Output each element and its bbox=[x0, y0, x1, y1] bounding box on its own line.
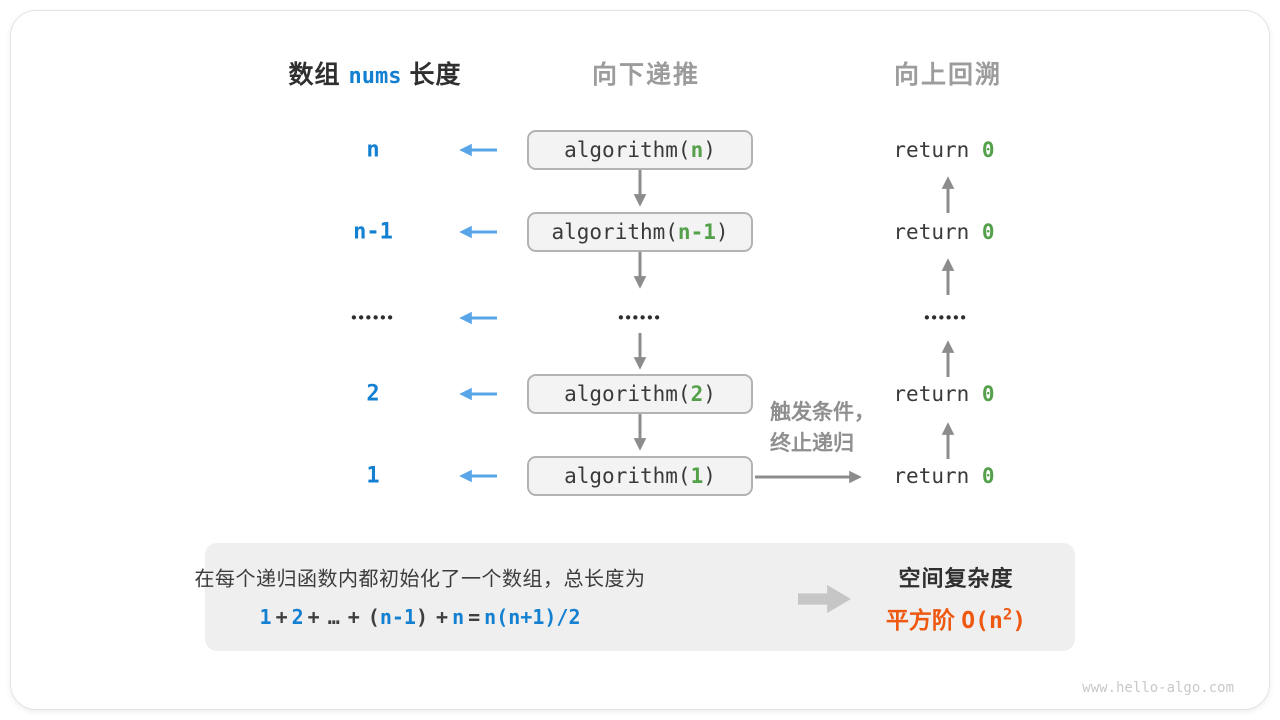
formula-term: n-1 bbox=[379, 605, 416, 629]
call-text-close: ) bbox=[703, 138, 716, 162]
formula-op: + bbox=[347, 605, 360, 629]
formula-paren: ) bbox=[415, 605, 429, 629]
return-value: 0 bbox=[981, 138, 995, 162]
call-arg: 1 bbox=[690, 464, 704, 488]
call-text-close: ) bbox=[703, 464, 716, 488]
length-label-2: 2 bbox=[366, 381, 380, 407]
length-label-ellipsis: •••••• bbox=[351, 309, 395, 327]
return-keyword: return bbox=[893, 382, 970, 406]
header-array-prefix: 数组 bbox=[288, 61, 341, 89]
call-arg: n-1 bbox=[677, 220, 716, 244]
formula-paren: ( bbox=[367, 605, 380, 629]
call-text-close: ) bbox=[715, 220, 729, 244]
length-label-1: 1 bbox=[366, 463, 380, 489]
call-text: algorithm( bbox=[564, 138, 691, 162]
return-keyword: return bbox=[893, 220, 970, 244]
call-arg: 2 bbox=[690, 382, 704, 406]
header-array-suffix: 长度 bbox=[409, 61, 462, 89]
formula-term: 1 bbox=[259, 605, 272, 629]
header-backtrack-up: 向上回溯 bbox=[893, 61, 1003, 89]
summary-description: 在每个递归函数内都初始化了一个数组，总长度为 bbox=[194, 568, 646, 591]
header-nums-code: nums bbox=[348, 64, 402, 89]
call-box-n1: algorithm(n-1) bbox=[527, 212, 753, 252]
terminate-annotation-line1: 触发条件， bbox=[770, 401, 875, 424]
return-keyword: return bbox=[893, 138, 970, 162]
length-label-n: n bbox=[366, 137, 380, 163]
block-arrow-icon bbox=[798, 585, 851, 613]
return-value: 0 bbox=[981, 220, 995, 244]
formula-op: + bbox=[307, 605, 320, 629]
formula-op: + bbox=[275, 605, 288, 629]
terminate-annotation: 触发条件， 终止递归 bbox=[770, 397, 875, 459]
return-keyword: return bbox=[893, 464, 970, 488]
call-box-n: algorithm(n) bbox=[527, 130, 753, 170]
formula-term: n bbox=[452, 605, 465, 629]
call-box-2: algorithm(2) bbox=[527, 374, 753, 414]
call-text: algorithm( bbox=[564, 464, 691, 488]
formula-equals: = bbox=[468, 605, 481, 629]
return-value: 0 bbox=[981, 382, 995, 406]
big-o-close: ) bbox=[1012, 608, 1027, 634]
return-ellipsis: •••••• bbox=[924, 309, 968, 327]
header-recurse-down: 向下递推 bbox=[591, 61, 701, 89]
return-row-1: return 0 bbox=[893, 464, 994, 488]
call-text-close: ) bbox=[703, 382, 716, 406]
big-o-open: O(n bbox=[961, 608, 1003, 634]
return-row-2: return 0 bbox=[893, 382, 994, 406]
formula-result: n(n+1)/2 bbox=[484, 605, 581, 629]
length-label-n1: n-1 bbox=[353, 219, 393, 245]
complexity-title: 空间复杂度 bbox=[898, 566, 1014, 591]
summary-panel: 在每个递归函数内都初始化了一个数组，总长度为 1+2+…+(n-1)+n=n(n… bbox=[195, 543, 1075, 651]
summary-formula: 1+2+…+(n-1)+n=n(n+1)/2 bbox=[260, 605, 581, 629]
return-row-n: return 0 bbox=[893, 138, 994, 162]
call-text: algorithm( bbox=[564, 382, 691, 406]
call-text: algorithm( bbox=[551, 220, 678, 244]
complexity-value: 平方阶 O(n2) bbox=[886, 601, 1026, 635]
call-arg: n bbox=[690, 138, 704, 162]
formula-term: 2 bbox=[291, 605, 304, 629]
header-array-length: 数组 nums 长度 bbox=[288, 55, 461, 91]
complexity-order-label: 平方阶 bbox=[885, 607, 962, 633]
call-ellipsis: •••••• bbox=[618, 309, 662, 327]
return-value: 0 bbox=[981, 464, 995, 488]
formula-op: + bbox=[436, 605, 449, 629]
watermark: www.hello-algo.com bbox=[1082, 680, 1234, 696]
return-row-n1: return 0 bbox=[893, 220, 994, 244]
call-box-1: algorithm(1) bbox=[527, 456, 753, 496]
formula-ellipsis: … bbox=[327, 605, 340, 629]
terminate-annotation-line2: 终止递归 bbox=[770, 432, 854, 455]
big-o-exponent: 2 bbox=[1002, 604, 1013, 624]
